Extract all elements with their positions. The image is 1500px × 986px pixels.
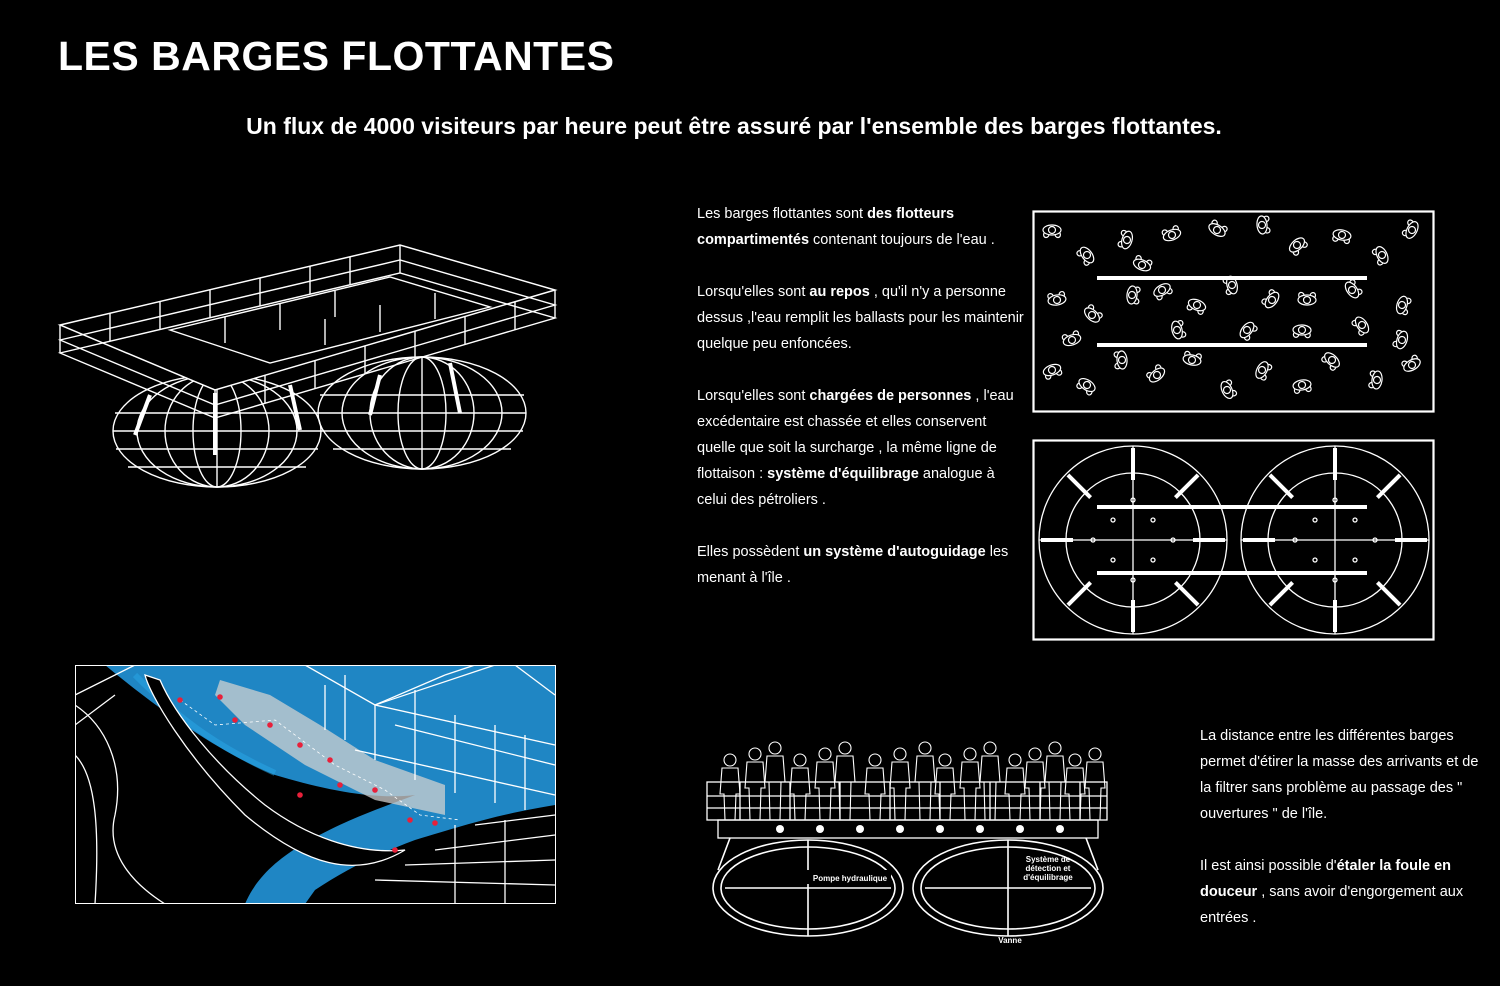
paragraph-compartments: Les barges flottantes sont des flotteurs… bbox=[697, 206, 995, 248]
page-title: LES BARGES FLOTTANTES bbox=[58, 33, 615, 79]
paragraph-loaded: Lorsqu'elles sont chargées de personnes … bbox=[697, 388, 1014, 508]
person-top-view bbox=[1171, 319, 1187, 340]
person-top-view bbox=[1220, 379, 1238, 400]
barge-plan-crowd bbox=[1032, 210, 1435, 413]
person-top-view bbox=[1401, 354, 1421, 372]
person-top-view bbox=[1113, 350, 1128, 370]
description-right: La distance entre les différentes barges… bbox=[1200, 723, 1490, 957]
section-floats bbox=[712, 837, 1104, 937]
person-top-view bbox=[1292, 324, 1312, 339]
person-top-view bbox=[1047, 290, 1067, 306]
deck-wireframe bbox=[57, 244, 558, 391]
river-water bbox=[105, 665, 555, 904]
person-top-view bbox=[1208, 219, 1228, 237]
person-top-view bbox=[1288, 237, 1308, 256]
person-top-view bbox=[1146, 364, 1166, 383]
person-silhouette bbox=[934, 753, 956, 821]
person-top-view bbox=[1042, 224, 1062, 239]
barge-markers bbox=[177, 694, 438, 853]
person-top-view bbox=[1395, 295, 1412, 316]
person-top-view bbox=[1042, 363, 1063, 380]
person-silhouette bbox=[889, 747, 911, 821]
person-top-view bbox=[1321, 352, 1340, 371]
person-top-view bbox=[1351, 316, 1370, 336]
person-top-view bbox=[1076, 377, 1096, 396]
person-silhouette bbox=[959, 747, 981, 821]
barge-section-diagram: Pompe hydraulique Système de détection e… bbox=[706, 741, 1108, 945]
label-system-1: Système de bbox=[1026, 855, 1071, 864]
person-silhouette bbox=[1004, 753, 1026, 821]
person-top-view bbox=[1239, 321, 1258, 341]
person-top-view bbox=[1222, 275, 1238, 296]
person-top-view bbox=[1255, 361, 1273, 381]
page-subtitle: Un flux de 4000 visiteurs par heure peut… bbox=[246, 113, 1222, 139]
paragraph-guidance: Elles possèdent un système d'autoguidage… bbox=[697, 544, 1009, 586]
float-circles bbox=[1038, 445, 1430, 635]
person-silhouette bbox=[789, 753, 811, 821]
person-top-view bbox=[1332, 229, 1352, 245]
person-top-view bbox=[1117, 229, 1134, 250]
person-top-view bbox=[1061, 330, 1082, 347]
barge-wireframe-illustration bbox=[57, 244, 558, 488]
label-system-2: détection et bbox=[1026, 864, 1071, 873]
person-top-view bbox=[1256, 215, 1271, 235]
person-top-view bbox=[1292, 379, 1312, 394]
person-top-view bbox=[1371, 246, 1389, 266]
label-system-3: d'équilibrage bbox=[1023, 873, 1073, 882]
person-top-view bbox=[1161, 225, 1182, 242]
paragraph-spread: Il est ainsi possible d'étaler la foule … bbox=[1200, 858, 1464, 926]
float-plan bbox=[1038, 445, 1228, 635]
person-top-view bbox=[1182, 350, 1202, 366]
person-top-view bbox=[1153, 283, 1173, 301]
label-pump: Pompe hydraulique bbox=[813, 874, 888, 883]
person-top-view bbox=[1344, 279, 1363, 299]
floats-wireframe bbox=[112, 356, 527, 488]
paragraph-distance: La distance entre les différentes barges… bbox=[1200, 728, 1479, 822]
person-silhouette bbox=[1024, 747, 1046, 821]
barge-plan-floats bbox=[1032, 439, 1435, 641]
island bbox=[144, 674, 406, 867]
person-top-view bbox=[1126, 285, 1141, 305]
people-top-view bbox=[1042, 215, 1421, 400]
float-plan bbox=[1240, 445, 1430, 635]
person-silhouette bbox=[1064, 753, 1086, 821]
person-silhouette bbox=[719, 753, 741, 821]
description-main: Les barges flottantes sont des flotteurs… bbox=[697, 201, 1027, 617]
person-silhouette bbox=[1084, 747, 1106, 821]
deck-bolts bbox=[776, 825, 1064, 833]
person-top-view bbox=[1132, 255, 1153, 272]
person-top-view bbox=[1401, 219, 1419, 239]
label-valve: Vanne bbox=[998, 936, 1022, 945]
person-silhouette bbox=[764, 741, 786, 821]
person-top-view bbox=[1186, 298, 1207, 315]
person-silhouette bbox=[814, 747, 836, 821]
person-silhouette bbox=[744, 747, 766, 821]
person-top-view bbox=[1076, 246, 1095, 266]
person-silhouette bbox=[864, 753, 886, 821]
paragraph-rest: Lorsqu'elles sont au repos , qu'il n'y a… bbox=[697, 284, 1024, 352]
site-map bbox=[75, 665, 556, 904]
person-top-view bbox=[1368, 370, 1383, 390]
person-top-view bbox=[1261, 289, 1280, 309]
street-grid bbox=[75, 665, 556, 904]
person-top-view bbox=[1083, 304, 1103, 323]
quay-zone bbox=[215, 680, 445, 815]
person-top-view bbox=[1297, 291, 1317, 306]
person-top-view bbox=[1392, 329, 1409, 350]
deck-railing bbox=[706, 781, 1108, 839]
